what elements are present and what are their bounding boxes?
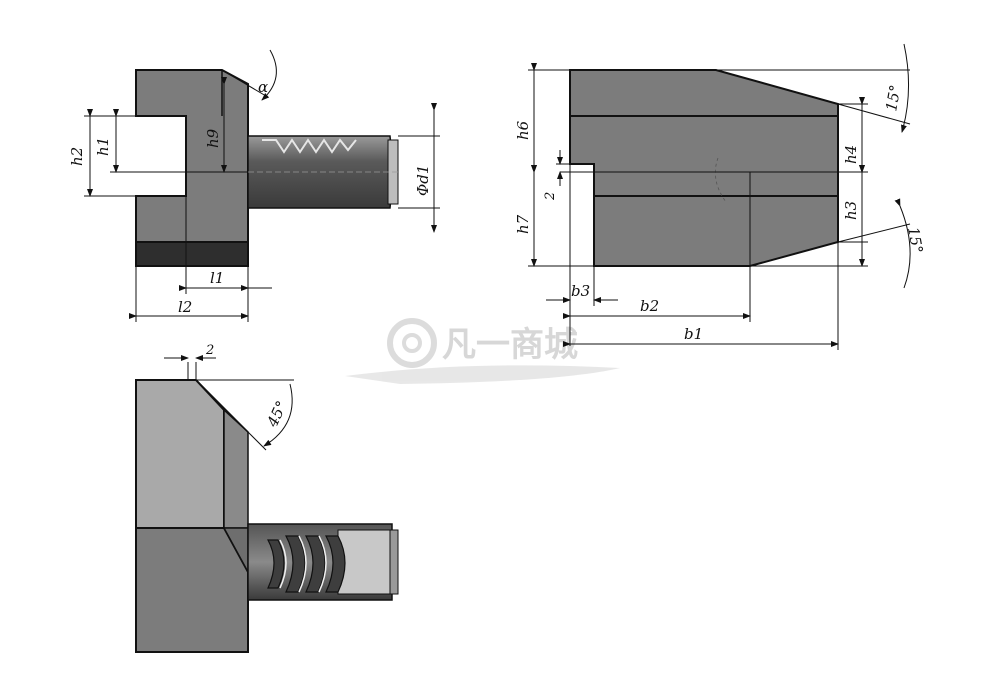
label-h7: h7	[514, 214, 532, 234]
label-b1: b1	[684, 325, 703, 343]
watermark-text: 凡一商城	[442, 325, 578, 365]
label-b3: b3	[571, 282, 590, 300]
top-view-face-light	[135, 379, 225, 529]
label-h9: h9	[204, 128, 222, 148]
label-l1: l1	[210, 269, 224, 287]
label-dim-2-right: 2	[543, 192, 558, 201]
front-view: h2 h1 h9 α Φd1 l1 l2	[68, 49, 440, 322]
top-view-face-dark	[135, 527, 249, 653]
label-h3: h3	[842, 201, 860, 220]
label-angle-45: 45°	[263, 398, 291, 431]
label-h6: h6	[514, 120, 532, 140]
front-view-base	[135, 241, 249, 267]
front-view-body	[135, 69, 249, 243]
front-view-serration	[262, 138, 357, 154]
side-view-body	[569, 69, 839, 267]
top-view: 2 45°	[135, 343, 399, 653]
label-h1: h1	[94, 137, 112, 156]
label-angle-15-bottom: 15°	[904, 226, 926, 255]
watermark: 凡一商城	[345, 318, 620, 384]
label-h4: h4	[842, 145, 860, 164]
label-b2: b2	[640, 297, 659, 315]
label-h2: h2	[68, 147, 86, 166]
side-view: h6 h7 2 h4 h3 15° 15° b3	[514, 43, 926, 350]
label-angle-15-top: 15°	[882, 83, 904, 112]
top-view-threads	[266, 535, 346, 593]
label-d1: Φd1	[414, 165, 432, 196]
label-dim-2-bottom: 2	[205, 343, 214, 358]
label-alpha: α	[258, 78, 268, 96]
label-l2: l2	[178, 298, 192, 316]
